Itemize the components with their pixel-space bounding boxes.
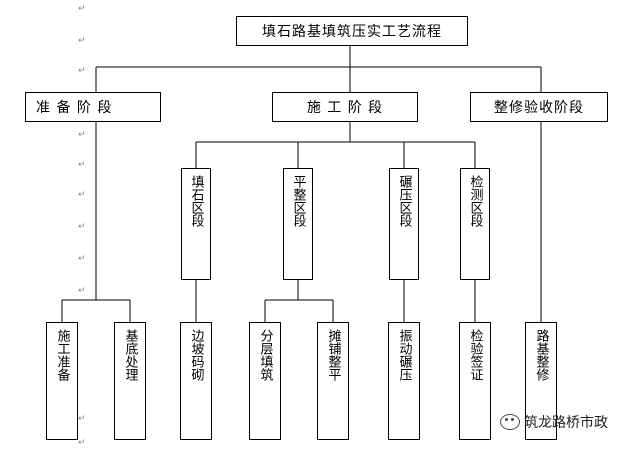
section-box-rolling: 碾压区段 xyxy=(389,168,419,280)
watermark: 筑龙路桥市政 xyxy=(500,412,608,432)
stage-label: 准 备 阶 段 xyxy=(36,100,113,116)
leaf-label: 分层填筑 xyxy=(257,329,273,381)
section-label: 平整区段 xyxy=(290,175,306,227)
leaf-label: 路基整修 xyxy=(533,329,549,381)
stage-box-acceptance: 整修验收阶段 xyxy=(470,92,608,122)
leaf-box-subgrade-finishing: 路基整修 xyxy=(525,322,557,440)
section-box-leveling: 平整区段 xyxy=(283,168,313,280)
leaf-label: 施工准备 xyxy=(54,329,70,381)
leaf-box-slope-masonry: 边坡码砌 xyxy=(180,322,212,440)
stage-box-preparation: 准 备 阶 段 xyxy=(25,92,161,122)
stage-box-construction: 施 工 阶 段 xyxy=(272,92,418,122)
leaf-box-vibratory-rolling: 振动碾压 xyxy=(388,322,420,440)
process-title-box: 填石路基填筑压实工艺流程 xyxy=(236,16,468,46)
wechat-icon xyxy=(500,414,520,430)
section-box-testing: 检测区段 xyxy=(460,168,490,280)
section-label: 检测区段 xyxy=(467,175,483,227)
leaf-label: 基底处理 xyxy=(122,329,138,381)
watermark-text: 筑龙路桥市政 xyxy=(524,415,608,431)
leaf-box-foundation-treatment: 基底处理 xyxy=(114,322,146,440)
section-label: 填石区段 xyxy=(188,175,204,227)
leaf-box-spreading-leveling: 摊铺整平 xyxy=(317,322,349,440)
stage-label: 施 工 阶 段 xyxy=(306,100,384,116)
leaf-label: 边坡码砌 xyxy=(188,329,204,381)
leaf-box-construction-prep: 施工准备 xyxy=(46,322,78,440)
leaf-box-layered-filling: 分层填筑 xyxy=(249,322,281,440)
leaf-label: 摊铺整平 xyxy=(325,329,341,381)
leaf-box-inspection-signoff: 检验签证 xyxy=(459,322,491,440)
stage-label: 整修验收阶段 xyxy=(494,100,584,116)
paragraph-marks: ↵ ↵ ↵ ↵ ↵ ↵ ↵ ↵ ↵ ↵ ↵ xyxy=(78,4,86,448)
leaf-label: 振动碾压 xyxy=(396,329,412,381)
process-title: 填石路基填筑压实工艺流程 xyxy=(262,24,442,40)
section-box-rock-filling: 填石区段 xyxy=(181,168,211,280)
section-label: 碾压区段 xyxy=(396,175,412,227)
leaf-label: 检验签证 xyxy=(467,329,483,381)
